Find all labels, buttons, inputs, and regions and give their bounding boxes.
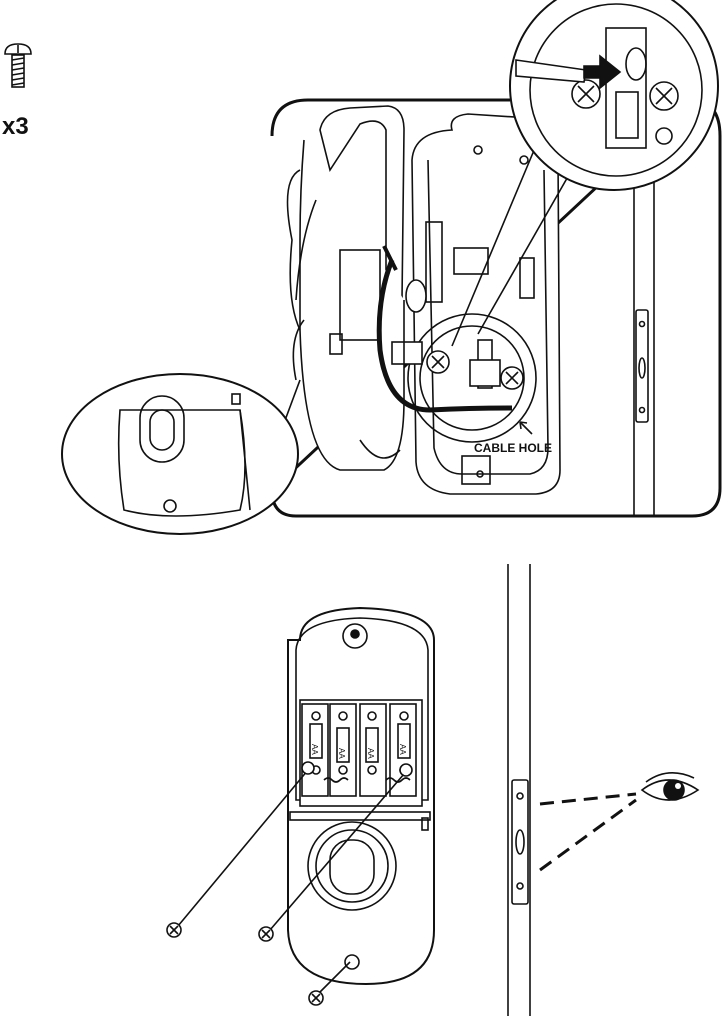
install-step-panel: CABLE HOLE xyxy=(61,0,722,535)
zoom-bubble-thumbturn xyxy=(61,373,301,535)
mounting-screw-icon xyxy=(258,926,274,942)
cable xyxy=(376,259,513,413)
machine-screw-icon xyxy=(4,43,32,88)
hanging-hole xyxy=(342,623,368,649)
screwdriver-icon xyxy=(515,59,587,83)
bubble-screw-left xyxy=(571,79,601,109)
battery-step: AA AA AA AA xyxy=(166,564,700,1016)
leader-line-bottom xyxy=(317,961,351,995)
interior-assembly xyxy=(286,105,427,471)
thumbturn xyxy=(307,821,397,911)
plate-screw-right xyxy=(500,366,524,390)
battery-slot: AA xyxy=(359,703,387,797)
screw-count-label: x3 xyxy=(2,113,29,140)
battery-label: AA xyxy=(337,748,346,759)
sight-line-top xyxy=(539,792,637,806)
cable-hole-arrow xyxy=(519,421,533,435)
battery-label: AA xyxy=(310,744,319,755)
screw-kit: x3 xyxy=(2,43,32,140)
plate-screw-left xyxy=(426,350,450,374)
eye-icon xyxy=(640,772,700,801)
battery-slot: AA xyxy=(329,703,357,797)
mounting-screw-icon xyxy=(308,990,324,1006)
leader-line-left xyxy=(177,769,309,927)
zoom-bubble-screws xyxy=(451,0,719,347)
strike-plate xyxy=(635,309,649,423)
battery-compartment: AA AA AA AA xyxy=(299,699,423,807)
battery-label: AA xyxy=(366,748,375,759)
bubble-screw-right xyxy=(649,81,679,111)
latch-strike-plate xyxy=(511,779,529,905)
cable-hole-label: CABLE HOLE xyxy=(474,441,552,455)
mounting-screw-icon xyxy=(166,922,182,938)
mounting-plate xyxy=(407,113,561,495)
battery-label: AA xyxy=(398,744,407,755)
battery-slot: AA xyxy=(301,703,329,797)
leader-line-middle xyxy=(269,773,405,931)
sight-line-bottom xyxy=(539,798,637,872)
push-arrow-icon xyxy=(583,54,622,90)
